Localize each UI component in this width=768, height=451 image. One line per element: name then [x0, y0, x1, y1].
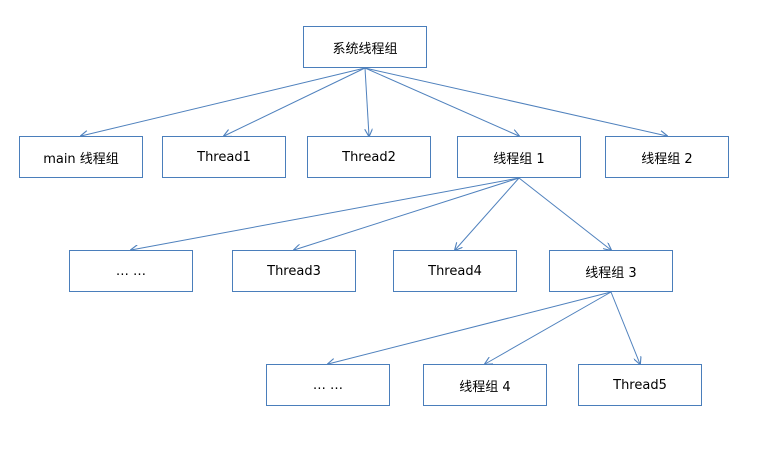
edge-group1-to-ellipsis1 [131, 177, 520, 250]
edge-root-to-thread2 [364, 67, 369, 136]
edge-group3-to-thread5 [610, 291, 640, 364]
edge-group3-to-group4 [485, 291, 612, 364]
edge-group1-to-group3 [518, 177, 611, 250]
node-thread4: Thread4 [393, 250, 517, 292]
edge-group1-to-thread3 [294, 177, 520, 250]
node-thread2: Thread2 [307, 136, 431, 178]
edge-root-to-group2 [364, 67, 667, 136]
edge-group3-to-ellipsis2 [328, 291, 612, 364]
node-thread-group-2: 线程组 2 [605, 136, 729, 178]
edge-root-to-group1 [364, 67, 519, 136]
node-thread5: Thread5 [578, 364, 702, 406]
node-system-thread-group: 系统线程组 [303, 26, 427, 68]
node-ellipsis-1: … … [69, 250, 193, 292]
edge-group1-to-thread4 [455, 177, 520, 250]
node-main-thread-group: main 线程组 [19, 136, 143, 178]
node-thread-group-4: 线程组 4 [423, 364, 547, 406]
node-ellipsis-2: … … [266, 364, 390, 406]
edge-root-to-thread1 [224, 67, 366, 136]
edge-root-to-main_group [81, 67, 366, 136]
node-thread-group-3: 线程组 3 [549, 250, 673, 292]
node-thread-group-1: 线程组 1 [457, 136, 581, 178]
node-thread1: Thread1 [162, 136, 286, 178]
node-thread3: Thread3 [232, 250, 356, 292]
